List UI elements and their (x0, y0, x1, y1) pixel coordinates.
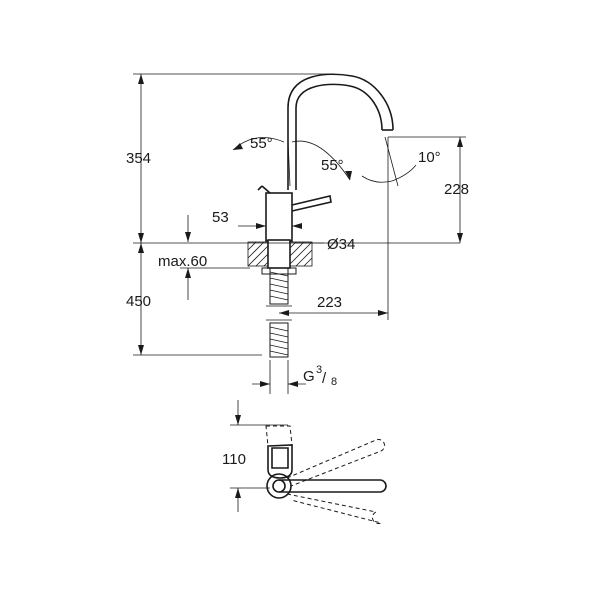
handle-lever (291, 195, 332, 212)
faucet-top-view: 110 (222, 400, 387, 525)
handle-stub (257, 185, 271, 194)
dimension-labels: 354 450 228 53 Ø34 max.60 223 55° 55° 10… (126, 135, 469, 388)
lever-top-outline (265, 425, 293, 447)
threaded-shank (261, 267, 297, 305)
deck-section (247, 239, 313, 269)
label-55-right: 55° (321, 157, 344, 174)
label-55-left: 55° (250, 135, 273, 152)
spout-inner (295, 83, 383, 190)
spout-swivel-up (286, 438, 386, 487)
label-223: 223 (317, 294, 342, 311)
faucet-body (265, 192, 293, 242)
dimension-lines (133, 73, 466, 394)
spout-swivel-down (286, 493, 383, 525)
spout-top (279, 479, 387, 493)
label-diameter-34: Ø34 (327, 236, 355, 253)
label-110: 110 (222, 451, 246, 468)
faucet-side-view (247, 73, 394, 358)
label-thread-g: G (303, 368, 315, 385)
label-thread-slash: / (322, 370, 327, 387)
label-354: 354 (126, 150, 151, 167)
label-max-60: max.60 (158, 253, 207, 270)
body-top (267, 444, 293, 479)
label-10: 10° (418, 149, 441, 166)
label-53: 53 (212, 209, 229, 226)
angle-arc-spout (361, 175, 393, 183)
label-228: 228 (444, 181, 469, 198)
spout-outer (287, 73, 394, 190)
label-thread-den: 8 (331, 376, 337, 388)
label-thread-num: 3 (316, 364, 322, 376)
hose-connector (269, 322, 289, 358)
label-450: 450 (126, 293, 151, 310)
